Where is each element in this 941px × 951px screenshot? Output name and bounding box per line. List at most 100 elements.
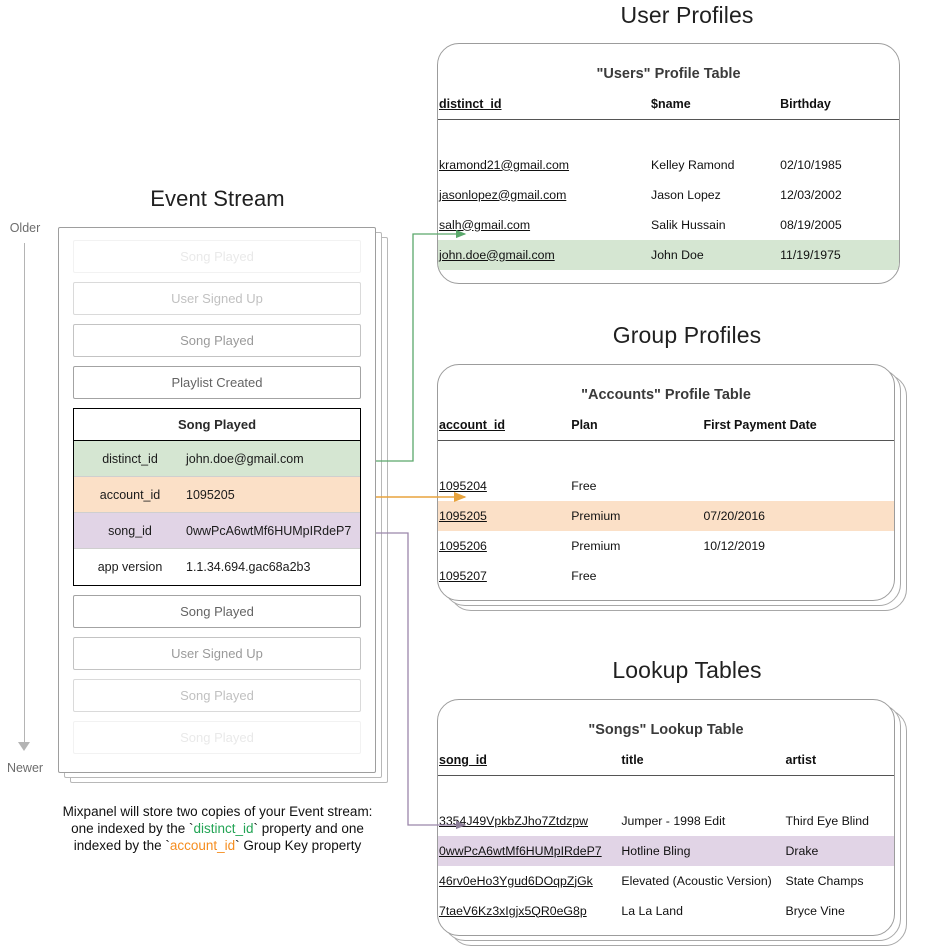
row-key-link[interactable]: 1095204 [439, 478, 487, 493]
songs-table: song_id title artist 3354J49VpkbZJho7Ztdzpw… [438, 752, 894, 926]
table-cell: 02/10/1985 [780, 157, 842, 172]
row-key-link[interactable]: 0wwPcA6wtMf6HUMpIRdeP7 [439, 843, 602, 858]
event-label: Song Played [180, 249, 254, 264]
table-cell: john.doe@gmail.com [438, 239, 651, 270]
row-key-link[interactable]: 46rv0eHo3Ygud6DOqpZjGk [439, 873, 593, 888]
table-row[interactable]: 1095204 Free [438, 471, 894, 501]
table-cell: salh@gmail.com [438, 210, 650, 240]
table-cell: 46rv0eHo3Ygud6DOqpZjGk [438, 866, 620, 896]
event-label: Playlist Created [171, 375, 263, 390]
songs-lookup-table-card: "Songs" Lookup Table song_id title artist 3… [437, 699, 895, 936]
table-row[interactable]: 7taeV6Kz3xIgjx5QR0eG8p La La Land Bryce Vi… [438, 896, 894, 926]
row-key-link[interactable]: jasonlopez@gmail.com [439, 187, 567, 202]
table-cell: Premium [570, 500, 703, 531]
users-column-header: distinct_id [438, 96, 650, 120]
section-title-lookup-tables: Lookup Tables [612, 657, 762, 683]
users-table: distinct_id$name Birthday kramond21@gmail.… [438, 96, 899, 270]
column-header-label: title [621, 753, 644, 767]
users-column-header: Birthday [779, 96, 899, 120]
event-label: Song Played [180, 333, 254, 348]
row-key-link[interactable]: 3354J49VpkbZJho7Ztdzpw [439, 813, 589, 828]
table-cell [702, 471, 894, 501]
table-cell: La La Land [621, 903, 683, 918]
event-item-below-2[interactable]: Song Played [73, 679, 361, 712]
accounts-column-header: Plan [570, 417, 702, 441]
caption-token-account-id: account_id [169, 838, 236, 853]
event-item-above-1[interactable]: User Signed Up [73, 282, 361, 315]
table-cell: 3354J49VpkbZJho7Ztdzpw [438, 806, 620, 836]
event-item-above-3[interactable]: Playlist Created [73, 366, 361, 399]
table-cell: 08/19/2005 [780, 217, 842, 232]
caption-line-3-pre: indexed by the ` [73, 838, 170, 853]
row-key-link[interactable]: 1095205 [439, 508, 487, 523]
event-property-value: 0wwPcA6wtMf6HUMpIRdeP7 [186, 523, 352, 538]
column-header-label: $name [651, 97, 691, 111]
event-item-below-0[interactable]: Song Played [73, 595, 361, 628]
table-cell: 1095206 [438, 531, 570, 561]
event-label: Song Played [180, 730, 254, 745]
accounts-column-header: First Payment Date [702, 417, 894, 441]
users-column-header: $name [650, 96, 779, 120]
songs-column-header: song_id [438, 752, 620, 776]
row-key-link[interactable]: john.doe@gmail.com [439, 247, 555, 262]
event-label: User Signed Up [171, 646, 263, 661]
event-item-above-0[interactable]: Song Played [73, 240, 361, 273]
caption-line-2: one indexed by the `distinct_id` propert… [30, 820, 405, 837]
event-property-key: song_id [108, 523, 152, 538]
event-property-value: 1.1.34.694.gac68a2b3 [186, 560, 311, 574]
event-property-key: account_id [99, 487, 161, 502]
column-header-label: artist [785, 753, 817, 767]
table-cell: 1095204 [438, 471, 570, 501]
row-key-link[interactable]: 1095207 [439, 568, 487, 583]
accounts-column-header: account_id [438, 417, 570, 441]
table-cell: Jason Lopez [651, 187, 721, 202]
table-cell: Free [571, 478, 597, 493]
row-key-link[interactable]: salh@gmail.com [439, 217, 531, 232]
event-item-below-1[interactable]: User Signed Up [73, 637, 361, 670]
section-title-event-stream: Event Stream [150, 186, 285, 211]
table-header-row: distinct_id$name Birthday [438, 96, 899, 120]
axis-arrow-icon [18, 742, 30, 751]
event-stream-caption: Mixpanel will store two copies of your E… [30, 803, 405, 854]
table-cell: John Doe [650, 239, 780, 270]
row-key-link[interactable]: 7taeV6Kz3xIgjx5QR0eG8p [439, 903, 587, 918]
event-property-value: 1095205 [186, 487, 235, 502]
event-label: User Signed Up [171, 291, 263, 306]
row-key-link[interactable]: 1095206 [439, 538, 487, 553]
table-cell: kramond21@gmail.com [438, 150, 650, 180]
table-cell: 0wwPcA6wtMf6HUMpIRdeP7 [438, 835, 621, 866]
songs-table-title: "Songs" Lookup Table [588, 722, 744, 738]
songs-lookup-table-card-wrap: "Songs" Lookup Table song_id title artist 3… [437, 699, 907, 949]
column-header-label: song_id [439, 753, 487, 767]
column-header-label: Birthday [780, 97, 831, 111]
table-cell: 07/20/2016 [702, 500, 894, 531]
table-cell: jasonlopez@gmail.com [438, 180, 650, 210]
axis-line [24, 243, 25, 748]
table-spacer-row [438, 776, 894, 806]
axis-label-older: Older [9, 221, 41, 235]
row-key-link[interactable]: kramond21@gmail.com [439, 157, 570, 172]
accounts-table-title: "Accounts" Profile Table [581, 387, 751, 403]
event-item-above-2[interactable]: Song Played [73, 324, 361, 357]
table-cell: Bryce Vine [785, 903, 845, 918]
event-item-below-3[interactable]: Song Played [73, 721, 361, 754]
songs-column-header: title [620, 752, 784, 776]
